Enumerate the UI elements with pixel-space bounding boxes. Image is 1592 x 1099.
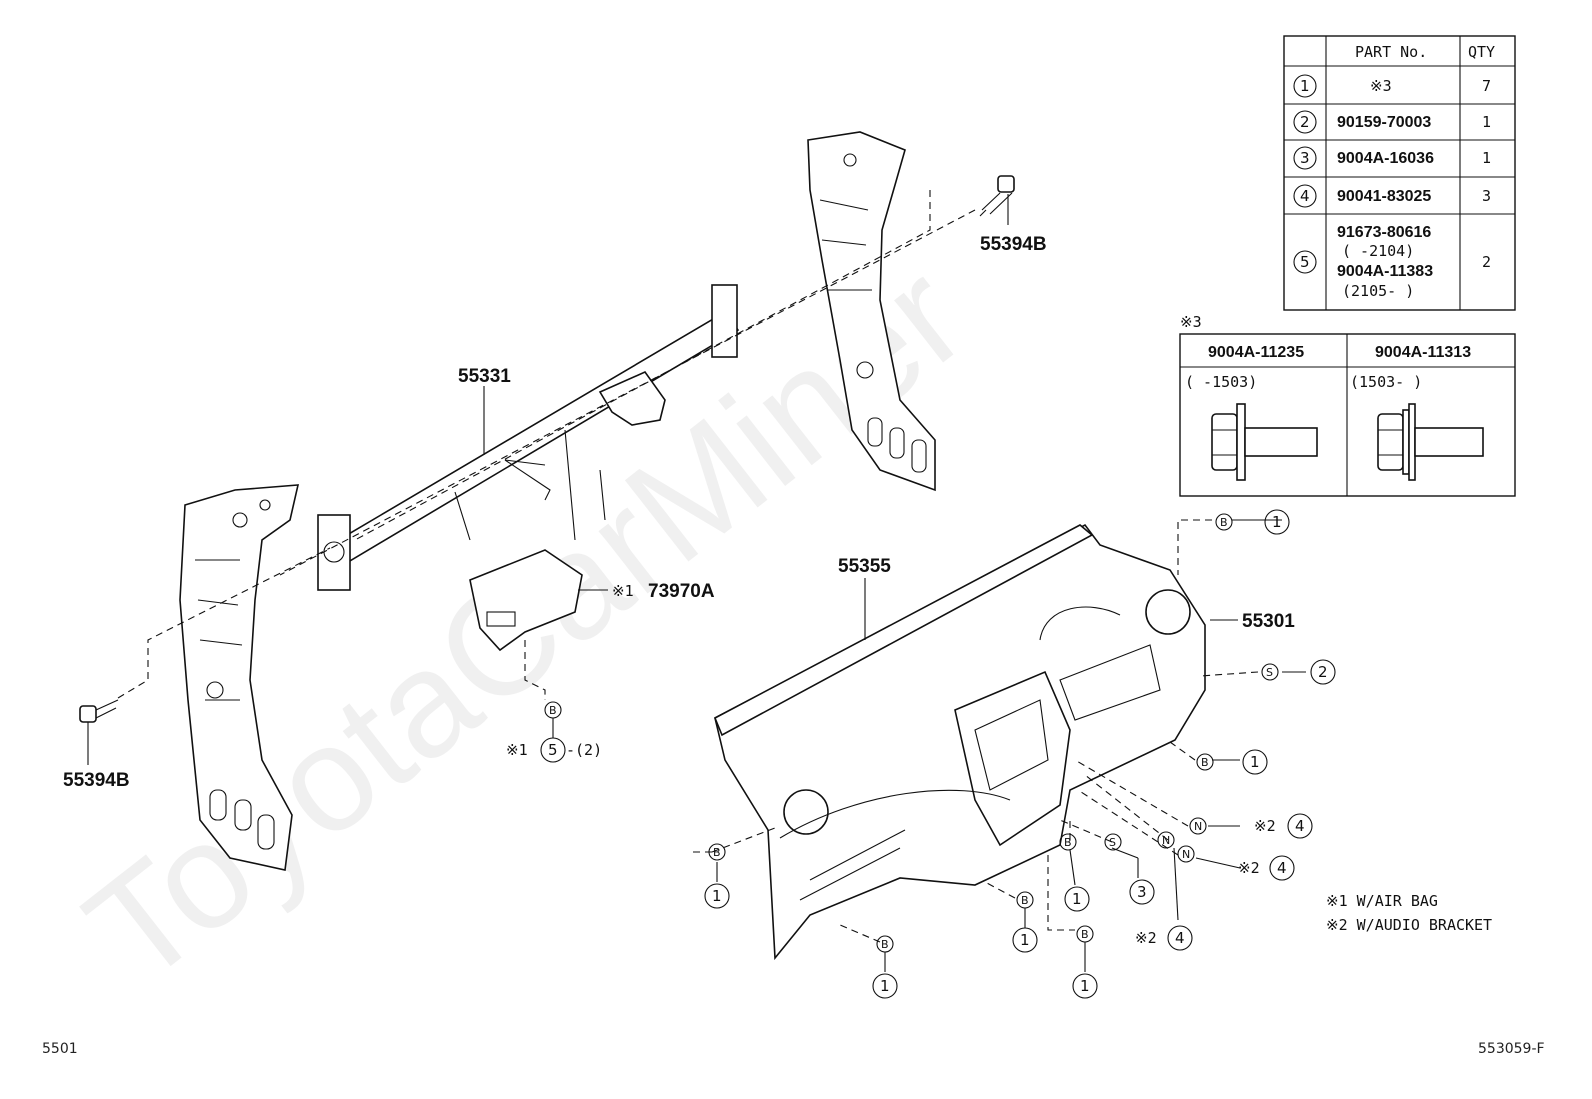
table-row4-qty: 3 (1482, 187, 1491, 205)
table-row5-qty: 2 (1482, 253, 1491, 271)
table-row3-qty: 1 (1482, 149, 1491, 167)
note3-table: ※3 9004A-11235 9004A-11313 ( -1503) (150… (1179, 313, 1516, 497)
left-side-bracket (179, 484, 300, 871)
svg-text:1: 1 (1250, 753, 1260, 771)
svg-text:B: B (881, 938, 889, 951)
parts-table: PART No. QTY 1 ※3 7 2 90159-70003 1 3 90… (1283, 35, 1516, 311)
svg-text:4: 4 (1295, 817, 1305, 835)
note3-label: ※3 (1180, 313, 1202, 331)
note2-c: ※2 (1135, 929, 1157, 947)
note3-col2-part: 9004A-11313 (1375, 344, 1471, 361)
table-row1-qty: 7 (1482, 77, 1491, 95)
bolt-icon (1211, 403, 1318, 481)
bolt-lower (79, 699, 119, 765)
bolt-upper (979, 175, 1015, 225)
callout-numbers: 1 2 1 4 4 3 4 1 1 1 1 1 5 (540, 509, 1336, 999)
page-ref-right: 553059-F (1478, 1041, 1545, 1057)
label-reinforcement: 55331 (458, 366, 511, 387)
svg-text:B: B (1220, 516, 1228, 529)
svg-text:B: B (713, 846, 721, 859)
svg-text:3: 3 (1300, 149, 1310, 167)
svg-text:1: 1 (712, 887, 722, 905)
svg-text:N: N (1162, 834, 1170, 847)
table-header-qty: QTY (1468, 43, 1495, 61)
svg-text:B: B (549, 704, 557, 717)
svg-text:B: B (1081, 928, 1089, 941)
right-side-bracket (807, 131, 936, 492)
svg-text:2: 2 (1300, 113, 1310, 131)
label-panel-top: 55355 (838, 556, 891, 577)
svg-text:4: 4 (1300, 187, 1310, 205)
svg-text:1: 1 (1272, 513, 1282, 531)
table-row5-range-a: ( -2104) (1342, 242, 1414, 260)
label-bolt-upper: 55394B (980, 234, 1047, 255)
note2-a: ※2 (1254, 817, 1276, 835)
bolt-icon (1377, 403, 1484, 481)
instrument-panel (713, 523, 1206, 961)
svg-text:N: N (1182, 848, 1190, 861)
table-row3-part: 9004A-16036 (1337, 150, 1434, 167)
svg-text:N: N (1194, 820, 1202, 833)
svg-text:1: 1 (1020, 931, 1030, 949)
table-row2-qty: 1 (1482, 113, 1491, 131)
svg-text:1: 1 (1072, 890, 1082, 908)
svg-text:B: B (1201, 756, 1209, 769)
label-bolt-lower: 55394B (63, 770, 130, 791)
label-airbag-bracket: 73970A (648, 581, 715, 602)
svg-text:S: S (1266, 666, 1273, 679)
table-row5-part-a: 91673-80616 (1337, 224, 1431, 241)
svg-text:1: 1 (880, 977, 890, 995)
table-row5-range-b: (2105- ) (1342, 282, 1414, 300)
note3-col2-range: (1503- ) (1350, 373, 1422, 391)
reinforcement-beam (317, 284, 740, 591)
callout-b-markers: B B B B B B B B (544, 513, 1233, 953)
page-ref-left: 5501 (42, 1041, 78, 1057)
svg-text:B: B (1064, 836, 1072, 849)
svg-text:4: 4 (1175, 929, 1185, 947)
legend-airbag: ※1 W/AIR BAG (1326, 892, 1438, 910)
svg-text:4: 4 (1277, 859, 1287, 877)
bracket-suffix: -(2) (566, 741, 602, 759)
svg-text:2: 2 (1318, 663, 1328, 681)
note3-col1-part: 9004A-11235 (1208, 344, 1304, 361)
airbag-bracket (469, 549, 583, 652)
svg-text:1: 1 (1080, 977, 1090, 995)
svg-text:1: 1 (1300, 77, 1310, 95)
label-airbag-prefix: ※1 (612, 582, 634, 600)
table-row2-part: 90159-70003 (1337, 114, 1431, 131)
table-row4-part: 90041-83025 (1337, 188, 1431, 205)
callout-s-markers: S S (1104, 663, 1279, 851)
svg-text:B: B (1021, 894, 1029, 907)
leader-lines (483, 386, 1306, 972)
svg-text:5: 5 (548, 741, 558, 759)
label-panel: 55301 (1242, 611, 1295, 632)
svg-text:3: 3 (1137, 883, 1147, 901)
table-header-part: PART No. (1355, 43, 1427, 61)
legend-audio-bracket: ※2 W/AUDIO BRACKET (1326, 916, 1492, 934)
table-row5-part-b: 9004A-11383 (1337, 263, 1433, 280)
callout-n-markers: N N N (1157, 817, 1207, 863)
note2-b: ※2 (1238, 859, 1260, 877)
svg-text:5: 5 (1300, 253, 1310, 271)
note3-col1-range: ( -1503) (1185, 373, 1257, 391)
table-row1-part: ※3 (1370, 77, 1392, 95)
assembly-lines (117, 190, 1259, 943)
note1-airbag-bolt: ※1 (506, 741, 528, 759)
svg-text:S: S (1109, 836, 1116, 849)
